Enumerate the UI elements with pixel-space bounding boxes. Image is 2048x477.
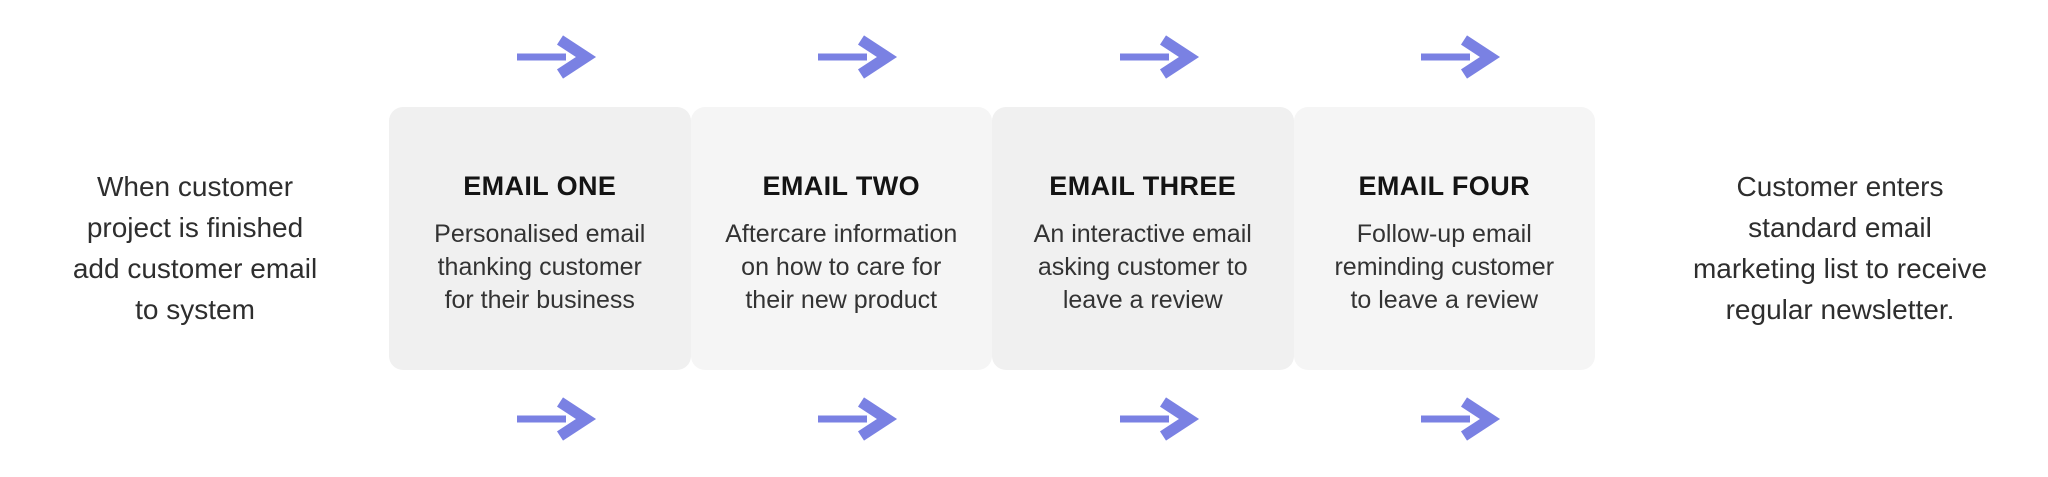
card-title: EMAIL THREE (1049, 170, 1237, 201)
card-description: Aftercare information on how to care for… (725, 219, 958, 314)
arrow-right-icon (815, 35, 899, 79)
right-note: Customer enters standard email marketing… (1692, 171, 1988, 325)
card-description: Personalised email thanking customer for… (434, 219, 646, 314)
top-arrows-row (389, 35, 1595, 79)
bottom-arrows-row (389, 397, 1595, 441)
arrow-cell (992, 397, 1294, 441)
arrow-right-icon (1117, 397, 1201, 441)
card-description: Follow-up email reminding customer to le… (1334, 219, 1555, 314)
card-email-one: EMAIL ONE Personalised email thanking cu… (389, 107, 691, 370)
arrow-cell (691, 397, 993, 441)
card-email-four: EMAIL FOUR Follow-up email reminding cus… (1293, 107, 1595, 370)
arrow-right-icon (1418, 35, 1502, 79)
card-description: An interactive email asking customer to … (1033, 219, 1252, 314)
arrow-cell (1294, 35, 1596, 79)
card-title: EMAIL TWO (762, 170, 921, 201)
arrow-cell (1294, 397, 1596, 441)
email-cards-row: EMAIL ONE Personalised email thanking cu… (389, 107, 1595, 370)
card-email-three: EMAIL THREE An interactive email asking … (992, 107, 1294, 370)
arrow-cell (389, 35, 691, 79)
arrow-cell (389, 397, 691, 441)
card-title: EMAIL FOUR (1358, 170, 1530, 201)
arrow-right-icon (514, 35, 598, 79)
arrow-cell (691, 35, 993, 79)
arrow-right-icon (1418, 397, 1502, 441)
card-title: EMAIL ONE (463, 170, 617, 201)
arrow-right-icon (815, 397, 899, 441)
arrow-cell (992, 35, 1294, 79)
arrow-right-icon (514, 397, 598, 441)
arrow-right-icon (1117, 35, 1201, 79)
card-email-two: EMAIL TWO Aftercare information on how t… (690, 107, 992, 370)
left-note: When customer project is finished add cu… (72, 171, 318, 325)
